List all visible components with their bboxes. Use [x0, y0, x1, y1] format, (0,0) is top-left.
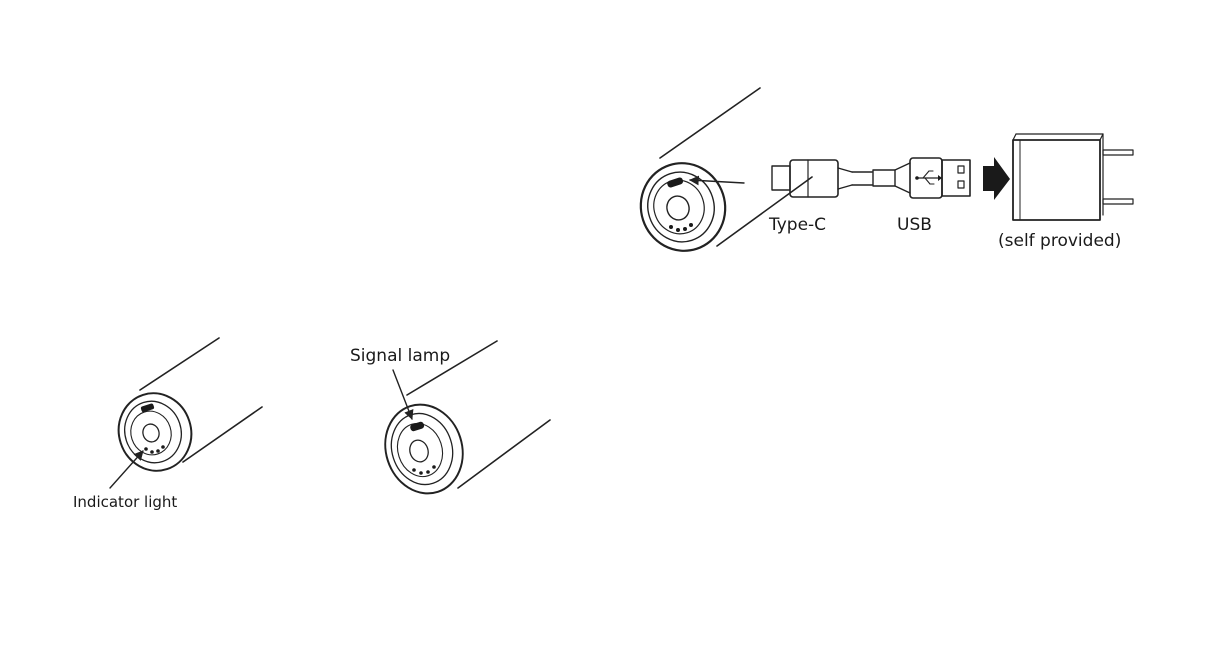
- adapter-label: (self provided): [998, 231, 1121, 251]
- type-c-connector: [772, 160, 852, 197]
- signal-view: Signal lamp: [350, 341, 550, 504]
- charging-port: [666, 177, 683, 189]
- indicator-label: Indicator light: [73, 493, 177, 511]
- indicator-pointer: [110, 451, 143, 488]
- device-cylinder-top: [629, 88, 812, 262]
- usb-connector: [873, 158, 970, 198]
- charging-setup: Type-C USB (self provided): [629, 88, 1133, 262]
- usb-icon: [915, 171, 942, 184]
- power-adapter: [1013, 134, 1133, 220]
- usb-label: USB: [897, 215, 932, 235]
- signal-label: Signal lamp: [350, 346, 450, 366]
- device-cylinder-left: [109, 338, 262, 480]
- indicator-view: Indicator light: [73, 338, 262, 511]
- type-c-label: Type-C: [768, 215, 826, 235]
- cable: [852, 172, 872, 185]
- arrow-right-icon: [983, 157, 1010, 200]
